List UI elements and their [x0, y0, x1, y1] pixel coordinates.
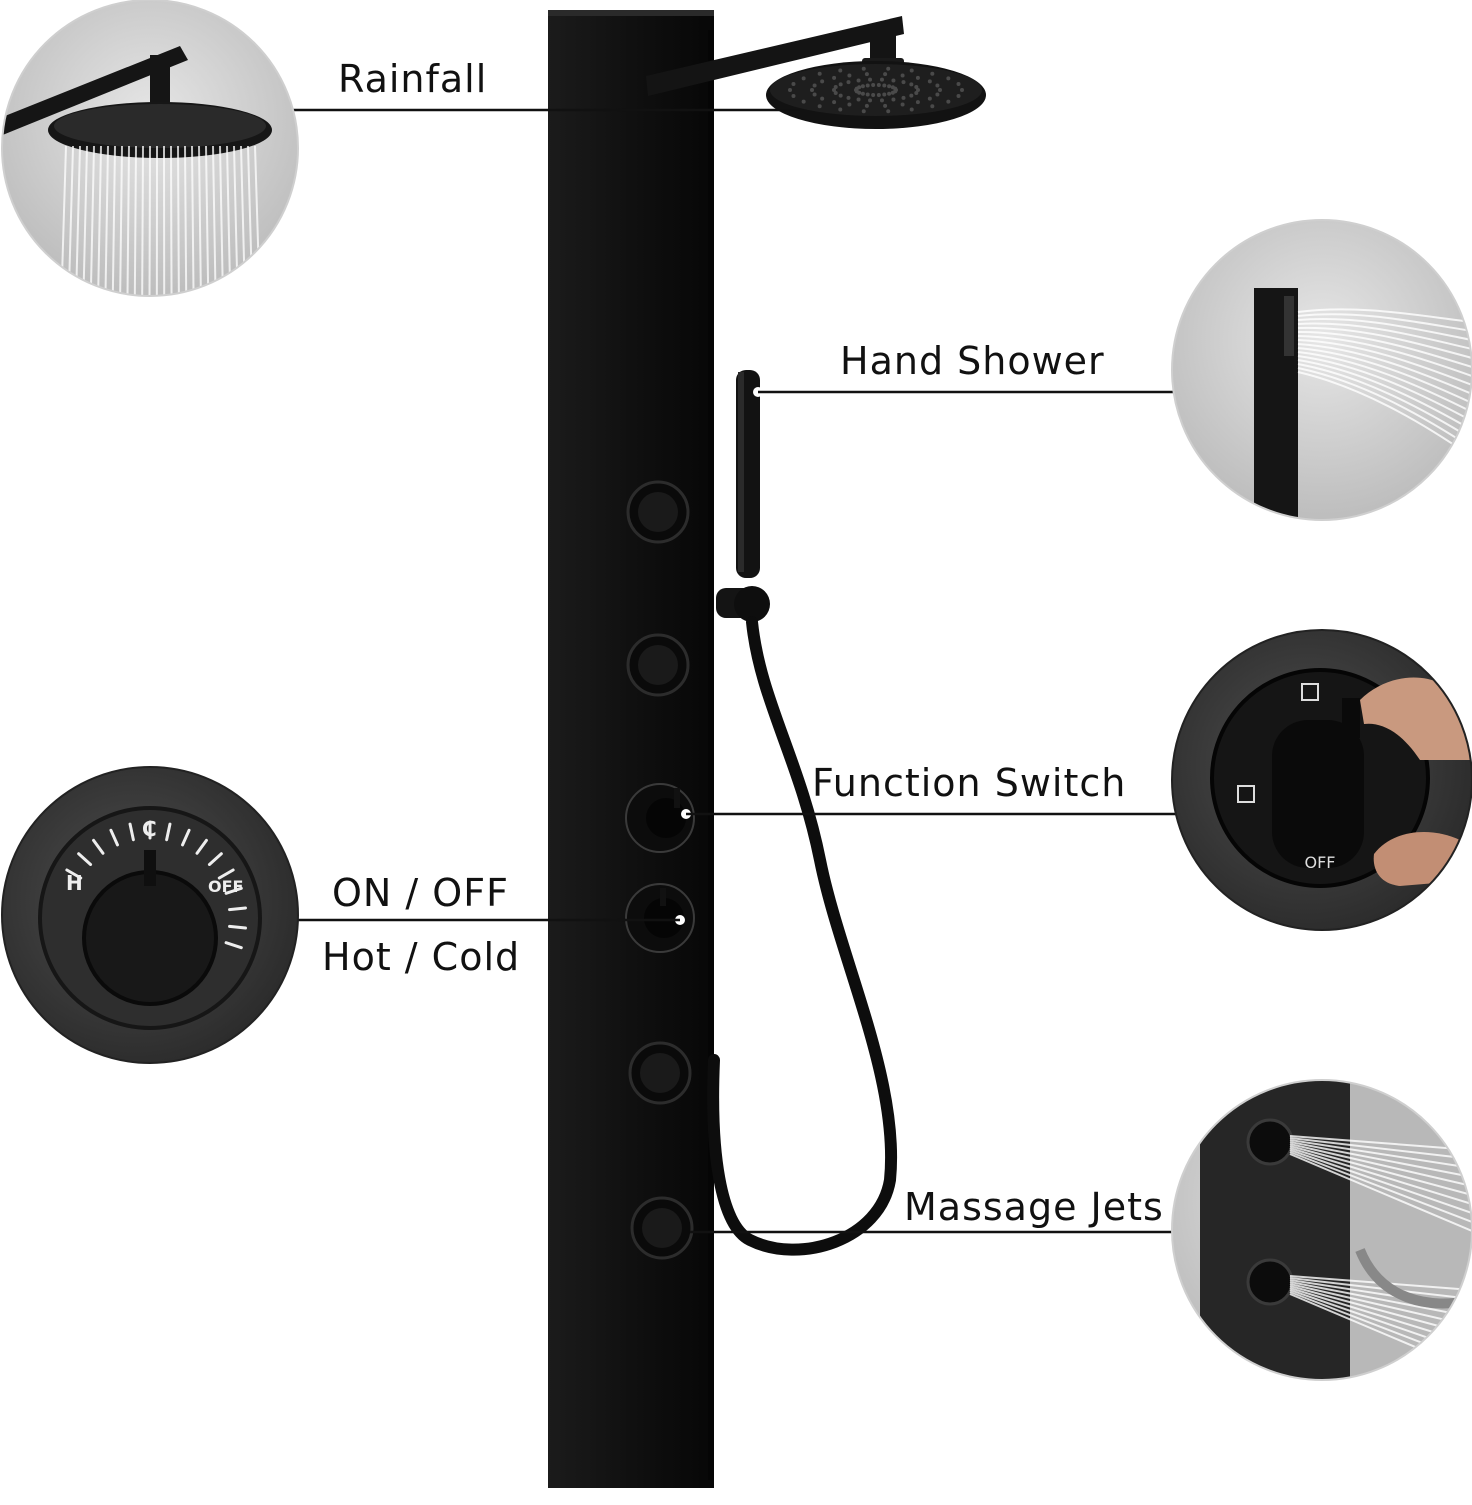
body-jet-1	[628, 482, 688, 542]
function-switch-label: Function Switch	[812, 764, 1126, 802]
massage-jets-detail-inset	[1172, 1080, 1472, 1380]
hand-shower-label: Hand Shower	[840, 342, 1105, 380]
function-switch-detail-inset: OFF	[1172, 630, 1472, 930]
switch-off-marking: OFF	[1305, 853, 1336, 872]
shower-panel	[548, 10, 714, 1488]
hand-shower	[713, 370, 891, 1250]
function-switch-knob	[626, 784, 694, 852]
body-jet-4	[632, 1198, 692, 1258]
body-jet-3	[630, 1043, 690, 1103]
hand-shower-detail-inset	[1172, 220, 1472, 548]
temperature-dial-detail-inset: H C OFF	[2, 767, 298, 1063]
dial-cold-marking: C	[142, 817, 157, 841]
on-off-label: ON / OFF	[332, 874, 509, 912]
dial-hot-marking: H	[66, 871, 83, 895]
temperature-knob	[626, 884, 694, 952]
callout-lines	[290, 110, 1176, 1232]
rainfall-label: Rainfall	[338, 60, 487, 98]
dial-off-marking: OFF	[208, 877, 243, 896]
massage-jets-label: Massage Jets	[904, 1188, 1164, 1226]
rainfall-detail-inset	[0, 0, 298, 300]
hot-cold-label: Hot / Cold	[322, 938, 520, 976]
body-jet-2	[628, 635, 688, 695]
